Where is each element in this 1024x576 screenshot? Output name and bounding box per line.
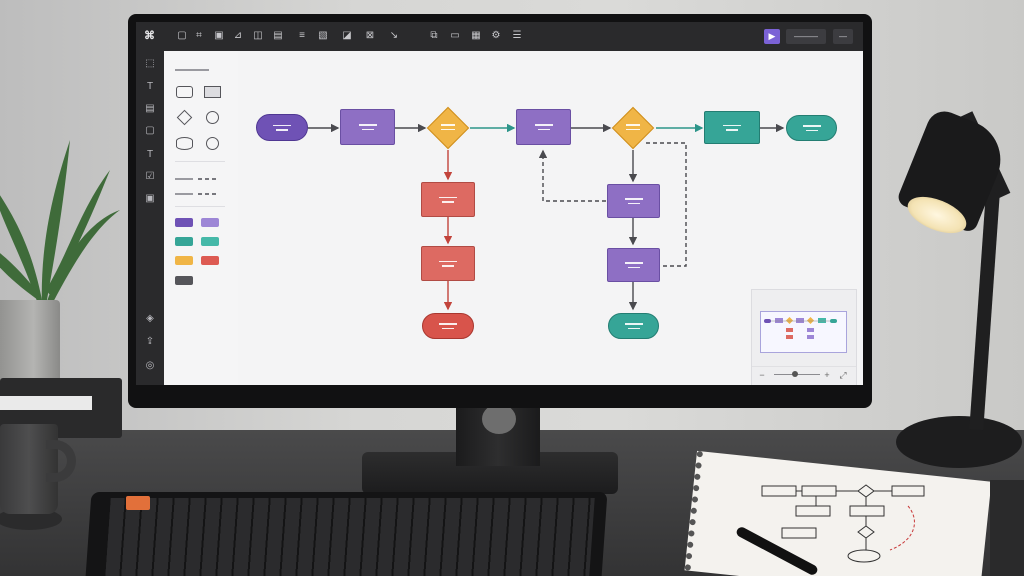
error-node[interactable] (421, 182, 475, 217)
mug-handle (46, 440, 76, 482)
link-icon[interactable]: ↘ (389, 30, 399, 41)
transform-icon[interactable]: ⊠ (365, 30, 375, 41)
monitor-stand-hole (482, 404, 516, 434)
list-icon[interactable]: ☰ (512, 30, 522, 41)
end-node[interactable] (608, 313, 659, 339)
frame-icon[interactable]: ▢ (177, 30, 187, 41)
copy-icon[interactable]: ⧉ (430, 30, 438, 41)
layers-icon[interactable]: ◈ (146, 313, 154, 324)
select-icon[interactable]: ⬚ (145, 58, 155, 69)
solid-line-tool[interactable] (175, 178, 193, 180)
diamond-shape[interactable] (176, 109, 193, 126)
embed-icon[interactable]: ▣ (145, 193, 155, 204)
palette-divider (175, 161, 225, 162)
cylinder-shape[interactable] (176, 137, 193, 150)
note-icon[interactable]: ▤ (145, 103, 155, 114)
top-toolbar: ⌘ ▢ ⌗ ▣ ⊿ ◫ ▤ ≡ ▧ ◪ ⊠ ↘ ⧉ ▭ ▦ ⚙ ☰ ▶ ——— … (136, 22, 863, 51)
minimap-preview (764, 316, 837, 339)
fit-screen-icon[interactable]: ⤢ (839, 370, 847, 380)
swatch-lavender[interactable] (201, 218, 219, 227)
decision-label (626, 124, 640, 130)
help-icon[interactable]: ◎ (145, 360, 155, 371)
plant-pot (0, 300, 60, 392)
escape-key (126, 496, 150, 510)
rounded-rect-shape[interactable] (176, 86, 193, 98)
type-icon[interactable]: T (146, 149, 154, 160)
arrow-line-tool[interactable] (175, 193, 193, 195)
app-logo-icon[interactable]: ⌘ (144, 30, 155, 42)
process-node[interactable] (340, 109, 395, 145)
circle-shape[interactable] (206, 111, 219, 124)
check-icon[interactable]: ☑ (145, 171, 155, 182)
play-button[interactable]: ▶ (764, 29, 780, 44)
connectors (308, 123, 785, 311)
process-node[interactable] (607, 248, 660, 282)
minimap-viewport[interactable] (760, 311, 847, 353)
error-node[interactable] (421, 246, 475, 281)
frame-icon[interactable]: ▢ (145, 125, 155, 136)
zoom-in-button[interactable]: + (824, 370, 830, 380)
pen-tool-icon[interactable]: ⊿ (233, 30, 243, 41)
process-node[interactable] (607, 184, 660, 218)
dashed-arrow-tool[interactable] (198, 193, 216, 195)
comment-icon[interactable]: ▭ (450, 30, 460, 41)
swatch-amber[interactable] (175, 256, 193, 265)
process-node[interactable] (704, 111, 760, 144)
zoom-slider-handle[interactable] (792, 371, 798, 377)
zoom-controls: − + ⤢ (752, 366, 856, 383)
align-icon[interactable]: ≡ (299, 30, 305, 41)
image-icon[interactable]: ▤ (273, 30, 283, 41)
swatch-red[interactable] (201, 256, 219, 265)
diagram-canvas[interactable]: − + ⤢ (238, 51, 863, 385)
minimap[interactable]: − + ⤢ (751, 289, 857, 385)
left-rail: ⬚ T ▤ ▢ T ☑ ▣ ◈ ⇪ ◎ (136, 51, 164, 385)
export-icon[interactable]: ⇪ (145, 336, 155, 347)
layer-icon[interactable]: ◪ (342, 30, 352, 41)
swatch-gray[interactable] (175, 276, 193, 285)
share-button[interactable]: ——— (786, 29, 826, 44)
book (990, 480, 1024, 576)
lock-icon[interactable]: ▦ (471, 30, 481, 41)
swatch-purple[interactable] (175, 218, 193, 227)
more-button[interactable]: — (833, 29, 853, 44)
app-screen: ⌘ ▢ ⌗ ▣ ⊿ ◫ ▤ ≡ ▧ ◪ ⊠ ↘ ⧉ ▭ ▦ ⚙ ☰ ▶ ——— … (136, 22, 863, 385)
process-node[interactable] (516, 109, 571, 145)
end-node[interactable] (786, 115, 837, 141)
swatch-mint[interactable] (201, 237, 219, 246)
shape-palette (164, 51, 239, 385)
rect-tool-icon[interactable]: ▣ (214, 30, 224, 41)
decision-label (441, 124, 455, 130)
ellipse-shape[interactable] (206, 137, 219, 150)
dashed-line-tool[interactable] (198, 178, 216, 180)
error-end-node[interactable] (422, 313, 474, 339)
text-icon[interactable]: T (146, 81, 154, 92)
connect-icon[interactable]: ⌗ (196, 30, 202, 41)
keyboard-keys (105, 498, 595, 576)
shape-icon[interactable]: ◫ (253, 30, 263, 41)
palette-heading (175, 69, 209, 71)
notebook-sketch (761, 484, 925, 563)
palette-divider (175, 206, 225, 207)
start-node[interactable] (256, 114, 308, 141)
tray-paper (0, 396, 92, 410)
rect-shape[interactable] (204, 86, 221, 98)
zoom-out-button[interactable]: − (759, 370, 765, 380)
settings-icon[interactable]: ⚙ (491, 30, 501, 41)
swatch-teal[interactable] (175, 237, 193, 246)
plant (0, 140, 120, 310)
lamp-base (896, 416, 1022, 468)
group-icon[interactable]: ▧ (318, 30, 328, 41)
